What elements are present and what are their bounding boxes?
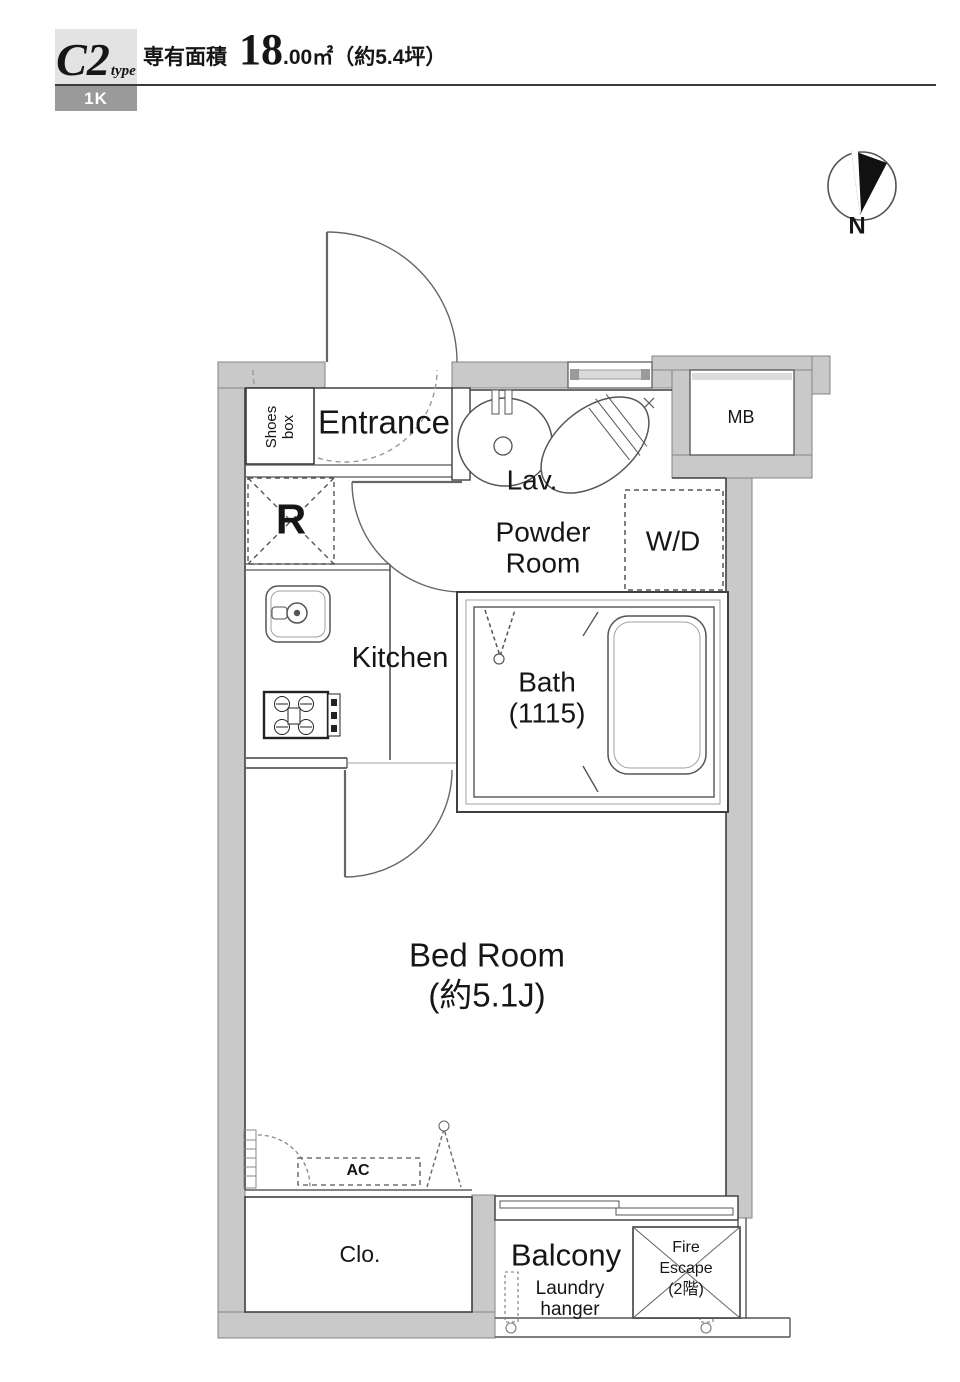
fire-escape-label: Fire Escape (2階)	[659, 1238, 713, 1298]
bath-unit	[456, 591, 729, 813]
entrance-step-line	[246, 464, 452, 478]
kitchen-counter	[246, 563, 391, 760]
entrance-door-swing-dashed	[252, 369, 438, 463]
washer-dryer-label: W/D	[645, 525, 701, 557]
area-line: 専有面積 18 .00㎡（約5.4坪）	[143, 28, 446, 72]
area-label: 専有面積	[143, 46, 227, 69]
kitchen-sink	[265, 585, 331, 643]
bath-label: Bath (1115)	[508, 666, 586, 729]
kitchen-bedroom-wall	[246, 757, 457, 769]
meter-box	[689, 369, 795, 456]
bedroom-label: Bed Room (約5.1J)	[409, 936, 565, 1013]
shoes-box-cabinet	[245, 387, 315, 465]
plan-type-code: C2	[56, 34, 110, 85]
kitchen-label: Kitchen	[351, 641, 449, 674]
compass-icon	[827, 150, 897, 221]
air-conditioner-label: AC	[346, 1162, 370, 1180]
area-value: 18	[239, 25, 283, 74]
plan-type-suffix: type	[110, 63, 136, 79]
fire-escape-hatch	[632, 1226, 741, 1319]
plan-type-box: C2 type	[55, 29, 137, 85]
refrigerator-space	[247, 477, 335, 565]
folding-door-indicator	[426, 1120, 462, 1188]
washer-dryer-space	[624, 489, 724, 591]
bath-folding-door	[484, 609, 516, 665]
compass-north-label: N	[848, 212, 866, 240]
powder-room-window	[567, 361, 653, 389]
shoes-box-label: Shoes box	[262, 405, 297, 449]
powder-room-door	[351, 480, 463, 593]
laundry-pole-left	[504, 1271, 519, 1334]
entrance-label: Entrance	[317, 403, 451, 441]
walls	[217, 355, 831, 1339]
front-door	[325, 231, 458, 363]
lavatory-label: Lav.	[506, 464, 558, 496]
refrigerator-label: R	[275, 495, 307, 543]
area-detail: .00㎡（約5.4坪）	[283, 46, 447, 69]
balcony-sliding-door	[494, 1195, 739, 1221]
meter-box-label: MB	[727, 406, 755, 427]
powder-room-label: Powder Room	[495, 516, 591, 579]
layout-type-badge: 1K	[55, 86, 137, 111]
balcony-label: Balcony	[510, 1237, 622, 1273]
closet-door-indicator	[243, 1129, 311, 1189]
header-rule	[55, 84, 936, 86]
air-conditioner-space	[297, 1157, 421, 1186]
stove	[262, 690, 341, 740]
kitchen-bedroom-door	[343, 769, 453, 878]
closet-label: Clo.	[339, 1241, 381, 1268]
closet-box	[244, 1189, 473, 1313]
toilet	[540, 394, 655, 494]
laundry-hanger-label: Laundry hanger	[535, 1278, 605, 1320]
